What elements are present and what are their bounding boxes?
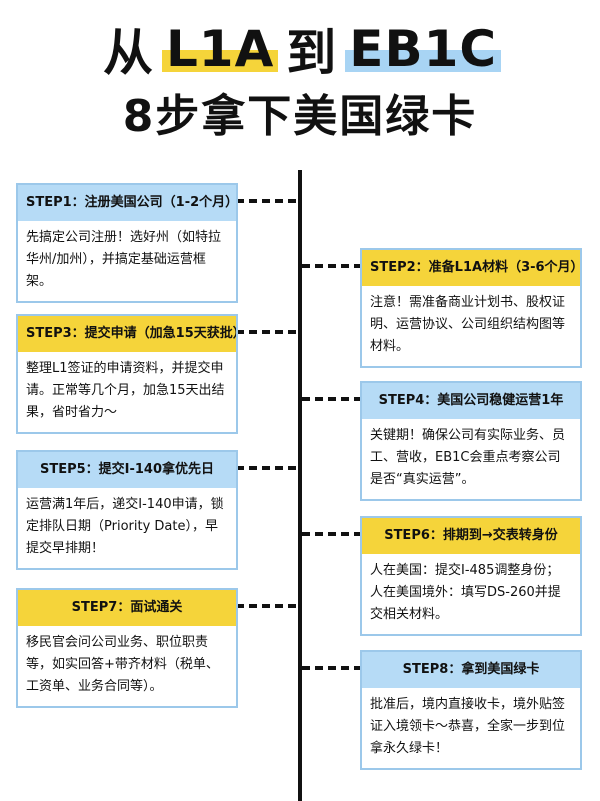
- title-line-1: 从 L1A 到 EB1C: [0, 14, 600, 84]
- step-body-1: 先搞定公司注册！选好州（如特拉华州/加州），并搞定基础运营框架。: [26, 230, 222, 289]
- timeline-line: [298, 170, 302, 801]
- step-title-1: STEP1：注册美国公司（1-2个月）: [18, 185, 236, 221]
- connector-step3: [236, 330, 296, 334]
- connector-step1: [236, 199, 296, 203]
- step-body-2: 注意！需准备商业计划书、股权证明、运营协议、公司组织结构图等材料。: [370, 295, 566, 354]
- step-body-3: 整理L1签证的申请资料，并提交申请。正常等几个月，加急15天出结果，省时省力～: [26, 361, 225, 420]
- title-l1a: L1A: [161, 20, 279, 78]
- step-card-7: STEP7：面试通关 移民官会问公司业务、职位职责等，如实回答+带齐材料（税单、…: [16, 588, 238, 708]
- step-body-7: 移民官会问公司业务、职位职责等，如实回答+带齐材料（税单、工资单、业务合同等）。: [26, 635, 219, 694]
- step-card-5: STEP5：提交I-140拿优先日 运营满1年后，递交I-140申请，锁定排队日…: [16, 450, 238, 570]
- step-title-4: STEP4：美国公司稳健运营1年: [362, 383, 580, 419]
- step-body-8: 批准后，境内直接收卡，境外贴签证入境领卡～恭喜，全家一步到位拿永久绿卡！: [370, 697, 566, 756]
- step-title-2: STEP2：准备L1A材料（3-6个月）: [362, 250, 580, 286]
- connector-step2: [302, 264, 362, 268]
- step-card-1: STEP1：注册美国公司（1-2个月） 先搞定公司注册！选好州（如特拉华州/加州…: [16, 183, 238, 303]
- step-card-8: STEP8：拿到美国绿卡 批准后，境内直接收卡，境外贴签证入境领卡～恭喜，全家一…: [360, 650, 582, 770]
- connector-step4: [302, 397, 362, 401]
- step-title-5: STEP5：提交I-140拿优先日: [18, 452, 236, 488]
- step-title-6: STEP6：排期到→交表转身份: [362, 518, 580, 554]
- step-card-4: STEP4：美国公司稳健运营1年 关键期！确保公司有实际业务、员工、营收，EB1…: [360, 381, 582, 501]
- connector-step7: [236, 604, 296, 608]
- step-card-3: STEP3：提交申请（加急15天获批） 整理L1签证的申请资料，并提交申请。正常…: [16, 314, 238, 434]
- title-from: 从: [102, 24, 154, 82]
- step-title-7: STEP7：面试通关: [18, 590, 236, 626]
- title-line-2: 8步拿下美国绿卡: [122, 91, 478, 142]
- connector-step5: [236, 466, 296, 470]
- step-title-3: STEP3：提交申请（加急15天获批）: [18, 316, 236, 352]
- connector-step8: [302, 666, 362, 670]
- step-body-4: 关键期！确保公司有实际业务、员工、营收，EB1C会重点考察公司是否“真实运营”。: [370, 428, 566, 487]
- step-card-6: STEP6：排期到→交表转身份 人在美国：提交I-485调整身份；人在美国境外：…: [360, 516, 582, 636]
- title-to: 到: [286, 24, 338, 82]
- step-card-2: STEP2：准备L1A材料（3-6个月） 注意！需准备商业计划书、股权证明、运营…: [360, 248, 582, 368]
- step-title-8: STEP8：拿到美国绿卡: [362, 652, 580, 688]
- step-body-6: 人在美国：提交I-485调整身份；人在美国境外：填写DS-260并提交相关材料。: [370, 563, 561, 622]
- title-eb1c: EB1C: [345, 20, 501, 78]
- connector-step6: [302, 532, 362, 536]
- step-body-5: 运营满1年后，递交I-140申请，锁定排队日期（Priority Date），早…: [26, 497, 224, 556]
